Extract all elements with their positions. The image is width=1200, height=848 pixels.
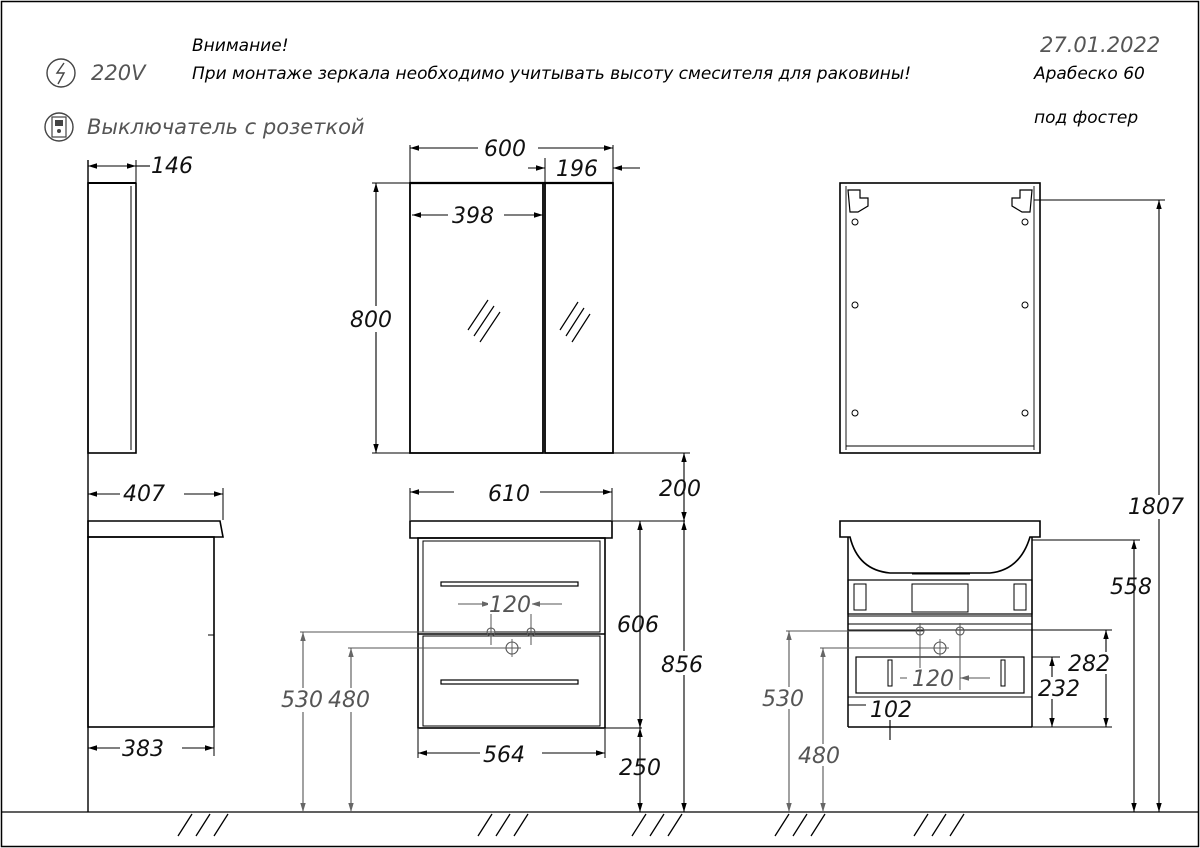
mirror-reflection-icon <box>467 299 501 343</box>
dim-102: 102 <box>870 698 912 723</box>
dim-120-back: 120 <box>912 667 954 692</box>
vanity-front-view <box>409 452 690 812</box>
floor <box>2 811 1198 837</box>
dim-250: 250 <box>619 756 661 781</box>
dim-530-back: 530 <box>762 687 804 712</box>
lightning-icon <box>46 58 76 88</box>
model-name: Арабеско 60 <box>1033 64 1145 84</box>
dim-600: 600 <box>484 137 526 162</box>
switch-socket-icon <box>44 112 74 142</box>
warning-text: При монтаже зеркала необходимо учитывать… <box>192 64 911 84</box>
rear-rail <box>847 615 1033 625</box>
hanger-bracket-left <box>847 189 869 213</box>
dim-398: 398 <box>452 204 494 229</box>
dim-558: 558 <box>1110 575 1152 600</box>
dim-480-front: 480 <box>328 688 370 713</box>
vanity-rear-view <box>839 520 1041 728</box>
outlet-positions-front <box>300 600 562 812</box>
drawing-date: 27.01.2022 <box>1040 33 1160 57</box>
sink-basin-back <box>839 520 1041 574</box>
sink-front <box>409 520 613 539</box>
dim-407: 407 <box>123 482 165 507</box>
dim-530-front: 530 <box>281 688 323 713</box>
drawer-handle-top[interactable] <box>440 581 579 587</box>
mirror-back <box>839 182 1041 454</box>
dim-800: 800 <box>350 308 392 333</box>
cabinet-side <box>87 536 215 728</box>
switch-label: Выключатель с розеткой <box>87 115 365 139</box>
mirror-reflection-icon <box>559 301 591 343</box>
mirror-door-right <box>544 182 614 454</box>
dim-856: 856 <box>661 653 703 678</box>
legend: 220V Выключатель с розеткой <box>44 58 365 142</box>
dim-383: 383 <box>122 737 164 762</box>
dim-1807: 1807 <box>1128 495 1184 520</box>
mirror-front-view <box>372 145 640 454</box>
model-subtitle: под фостер <box>1034 108 1138 128</box>
dim-606: 606 <box>617 613 659 638</box>
hanger-bracket-right <box>1011 189 1033 213</box>
dim-232: 232 <box>1038 677 1080 702</box>
dim-120-front: 120 <box>489 593 531 618</box>
warning-title: Внимание! <box>192 36 289 56</box>
header: Внимание! При монтаже зеркала необходимо… <box>192 33 1160 128</box>
dim-196: 196 <box>556 157 598 182</box>
sink-side-profile <box>87 520 224 538</box>
cabinet-front <box>417 537 606 729</box>
drawer-handle-bottom[interactable] <box>440 679 579 685</box>
dim-200: 200 <box>659 477 701 502</box>
dim-564: 564 <box>483 743 525 768</box>
dim-282: 282 <box>1068 652 1110 677</box>
side-view <box>87 160 224 812</box>
dim-480-back: 480 <box>798 744 840 769</box>
outlet-positions-back <box>786 623 990 812</box>
dim-146: 146 <box>151 154 193 179</box>
power-label: 220V <box>91 61 147 85</box>
mirror-side <box>87 182 137 454</box>
dim-610: 610 <box>488 482 530 507</box>
